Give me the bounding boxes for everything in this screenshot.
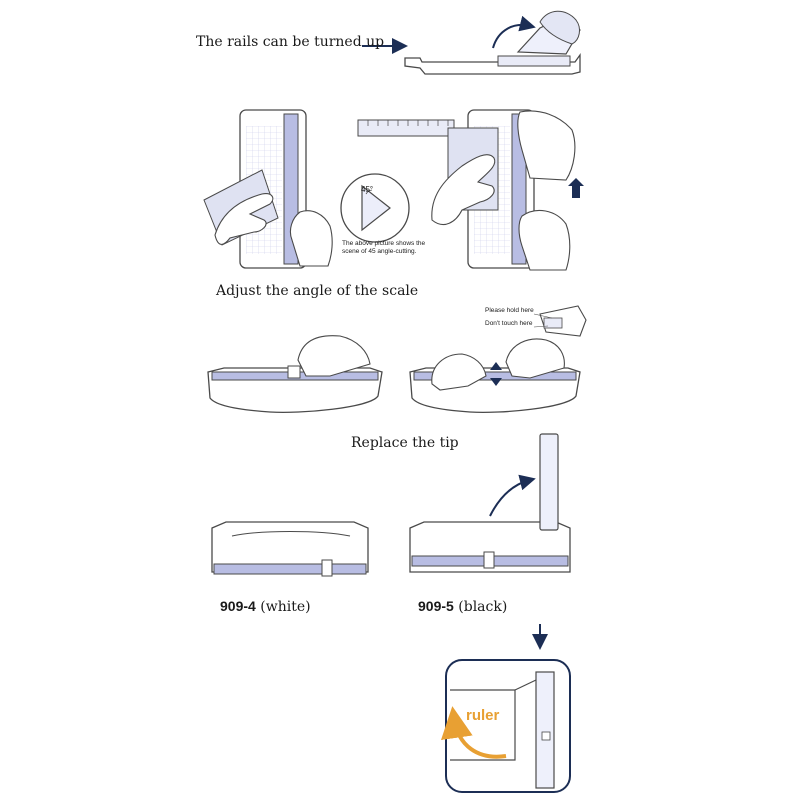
caption-angle: Adjust the angle of the scale — [216, 283, 419, 299]
angle-degree-label: 45° — [361, 185, 374, 194]
cutter-head — [287, 365, 301, 379]
ruler-rail — [535, 671, 555, 789]
label-dont-touch: Don't touch here — [485, 320, 533, 327]
down-arrow-icon — [490, 378, 502, 386]
step-tip-right-illustration — [409, 305, 587, 413]
label-leader — [533, 325, 549, 328]
ruler-label: ruler — [466, 707, 500, 724]
hand-left — [431, 154, 496, 225]
trimmer-body-line — [231, 531, 351, 537]
caption-rails: The rails can be turned up — [196, 34, 385, 50]
hand-left — [214, 193, 274, 245]
model-code: 909-5 — [418, 598, 454, 614]
up-arrow-icon — [490, 362, 502, 370]
hand-bottom — [518, 209, 571, 271]
rotate-arrow-icon — [441, 706, 507, 759]
rail-marker — [541, 731, 551, 741]
hand-top — [517, 110, 576, 181]
raised-ruler — [539, 433, 559, 531]
angle-note: The above picture shows the scene of 45 … — [342, 240, 426, 255]
model-color: (black) — [458, 599, 508, 615]
step-angle-left-illustration — [203, 109, 333, 269]
angle-detail-circle — [340, 173, 410, 243]
label-leader — [533, 313, 553, 319]
cutting-rail — [213, 563, 367, 575]
ruler-detail-illustration — [441, 659, 571, 793]
rotate-arrow-icon — [492, 15, 536, 49]
model-code: 909-4 — [220, 598, 256, 614]
cutter-head-detail — [539, 305, 587, 337]
cutter-head — [321, 559, 333, 577]
cutter-tip — [543, 317, 563, 329]
up-arrow-icon — [568, 178, 584, 198]
cutter-head — [483, 551, 495, 569]
model-black-illustration — [409, 433, 571, 573]
triangle-icon — [361, 184, 391, 232]
trimmer-side-view — [404, 52, 581, 75]
model-label-black: 909-5 (black) — [418, 598, 507, 615]
step-tip-left-illustration — [207, 335, 383, 413]
step-rails-illustration — [362, 10, 581, 75]
hinge-line — [514, 679, 537, 691]
model-color: (white) — [260, 599, 311, 615]
angle-scale-ruler — [357, 119, 455, 137]
hand-right — [505, 338, 565, 379]
caption-tip: Replace the tip — [351, 435, 459, 451]
trimmer-body-edge — [450, 689, 516, 761]
angle-arc — [365, 189, 373, 195]
rail-knob — [539, 10, 580, 45]
trimmer-base-rail — [497, 55, 571, 67]
model-label-white: 909-4 (white) — [220, 598, 311, 615]
step-angle-right-illustration — [357, 109, 584, 271]
hand — [297, 335, 371, 377]
model-white-illustration — [211, 521, 369, 577]
hand-right — [289, 210, 333, 267]
hand-left — [431, 353, 487, 391]
rotate-arrow-icon — [489, 474, 536, 517]
label-hold-here: Please hold here — [485, 307, 534, 314]
